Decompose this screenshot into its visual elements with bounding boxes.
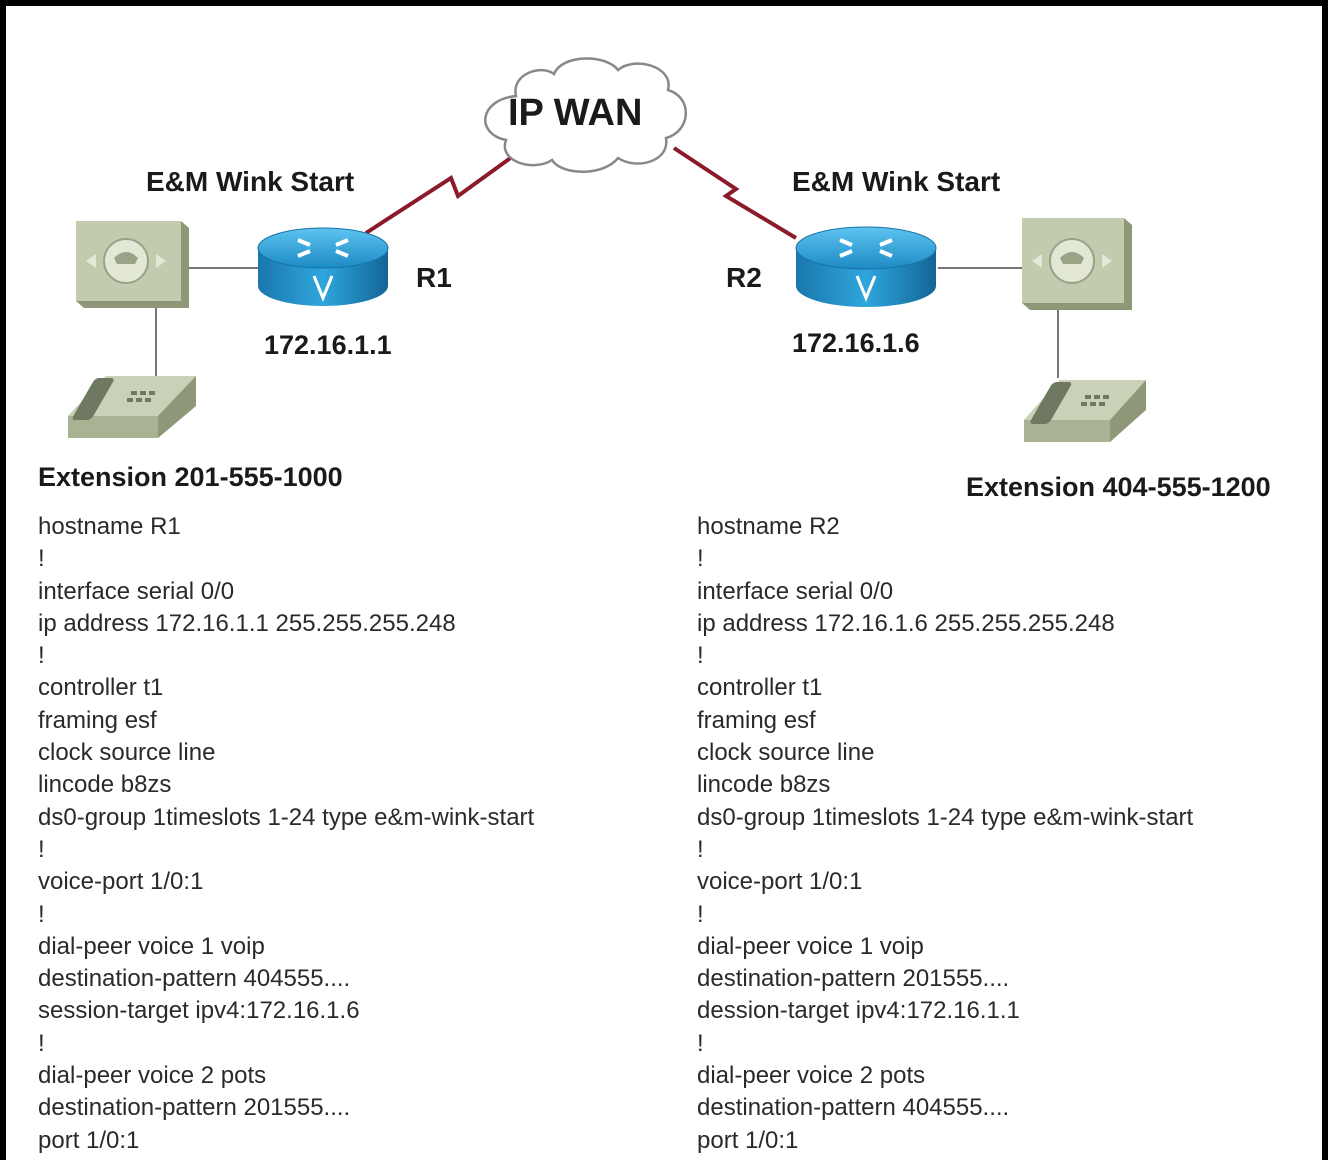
diagram-frame: IP WAN E&M Wink Start E&M Wink Start R1 … <box>6 6 1322 1160</box>
config-line: ds0-group 1timeslots 1-24 type e&m-wink-… <box>697 803 1194 831</box>
config-line: dial-peer voice 1 voip <box>697 932 924 960</box>
config-r1: hostname R1! interface serial 0/0 ip addre… <box>38 511 534 1157</box>
router-label-r1: R1 <box>416 262 452 293</box>
config-line: destination-pattern 201555.... <box>38 1094 351 1122</box>
config-line: clock source line <box>697 739 875 767</box>
wan-link-r1 <box>364 152 518 235</box>
config-line: dession-target ipv4:172.16.1.1 <box>697 997 1020 1025</box>
config-line: ip address 172.16.1.1 255.255.255.248 <box>38 609 456 637</box>
config-line: voice-port 1/0:1 <box>697 868 863 896</box>
config-line: dial-peer voice 2 pots <box>38 1062 267 1090</box>
config-line: ! <box>38 900 45 928</box>
signaling-label-left: E&M Wink Start <box>146 166 355 197</box>
ip-label-r2: 172.16.1.6 <box>792 328 920 358</box>
config-line: lincode b8zs <box>697 771 831 799</box>
config-line: interface serial 0/0 <box>38 577 235 605</box>
phone-icon-right <box>1024 380 1146 442</box>
voice-module-icon-left <box>76 221 189 308</box>
config-line: ! <box>697 545 704 573</box>
config-line: interface serial 0/0 <box>697 577 894 605</box>
config-line: controller t1 <box>697 674 823 702</box>
config-line: ! <box>697 642 704 670</box>
config-line: destination-pattern 404555.... <box>38 965 351 993</box>
phone-icon-left <box>68 376 196 438</box>
config-line: framing esf <box>697 706 816 734</box>
extension-label-right: Extension 404-555-1200 <box>966 472 1271 502</box>
wan-label: IP WAN <box>508 92 643 134</box>
config-line: ! <box>38 835 45 863</box>
config-line: ! <box>697 900 704 928</box>
config-line: destination-pattern 404555.... <box>697 1094 1010 1122</box>
config-line: ! <box>697 1029 704 1057</box>
config-line: ! <box>697 835 704 863</box>
config-line: controller t1 <box>38 674 164 702</box>
config-line: hostname R1 <box>38 513 181 540</box>
config-line: dial-peer voice 1 voip <box>38 932 265 960</box>
config-line: destination-pattern 201555.... <box>697 965 1010 993</box>
config-line: port 1/0:1 <box>697 1126 799 1154</box>
config-line: ! <box>38 545 45 573</box>
router-icon-r2 <box>795 226 937 307</box>
signaling-label-right: E&M Wink Start <box>792 166 1001 197</box>
config-r2: hostname R2! interface serial 0/0 ip addre… <box>697 511 1193 1157</box>
config-line: clock source line <box>38 739 216 767</box>
config-line: hostname R2 <box>697 513 840 540</box>
config-line: session-target ipv4:172.16.1.6 <box>38 997 360 1025</box>
router-label-r2: R2 <box>726 262 762 293</box>
config-line: ip address 172.16.1.6 255.255.255.248 <box>697 609 1115 637</box>
config-line: dial-peer voice 2 pots <box>697 1062 926 1090</box>
router-icon-r1 <box>257 227 389 306</box>
extension-label-left: Extension 201-555-1000 <box>38 462 343 492</box>
config-line: framing esf <box>38 706 157 734</box>
config-line: ds0-group 1timeslots 1-24 type e&m-wink-… <box>38 803 535 831</box>
config-line: lincode b8zs <box>38 771 172 799</box>
config-line: port 1/0:1 <box>38 1126 140 1154</box>
config-line: voice-port 1/0:1 <box>38 868 204 896</box>
wan-link-r2 <box>672 146 798 240</box>
ip-label-r1: 172.16.1.1 <box>264 330 392 360</box>
config-line: ! <box>38 1029 45 1057</box>
wan-cloud-icon <box>484 57 687 173</box>
network-diagram <box>68 57 1146 442</box>
voice-module-icon-right <box>1022 218 1132 310</box>
config-line: ! <box>38 642 45 670</box>
